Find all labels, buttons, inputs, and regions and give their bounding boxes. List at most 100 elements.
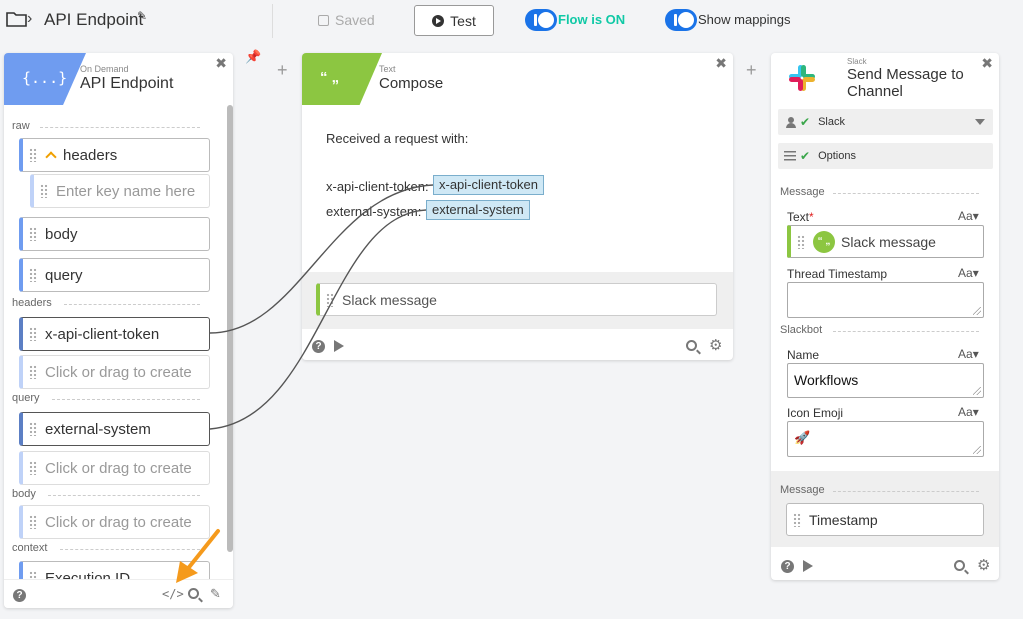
mapped-token-external-system[interactable]: external-system bbox=[426, 200, 530, 220]
edit-title-pencil-icon[interactable]: ✎ bbox=[137, 9, 148, 23]
field-query[interactable]: query bbox=[19, 258, 210, 292]
drag-handle-icon[interactable] bbox=[326, 292, 334, 307]
test-button[interactable]: Test bbox=[414, 5, 494, 36]
saved-status: Saved bbox=[318, 12, 375, 28]
mapped-token-x-api-client-token[interactable]: x-api-client-token bbox=[433, 175, 544, 195]
key-name-input[interactable]: Enter key name here bbox=[30, 174, 210, 208]
resize-grip-icon[interactable] bbox=[973, 307, 981, 315]
drag-handle-icon[interactable] bbox=[29, 422, 37, 436]
search-icon[interactable] bbox=[686, 340, 697, 351]
top-bar: › API Endpoint ✎ Saved Test Flow is ON S… bbox=[0, 0, 1023, 40]
field-external-system[interactable]: external-system bbox=[19, 412, 210, 446]
play-icon[interactable] bbox=[803, 560, 813, 572]
chevron-up-icon[interactable] bbox=[45, 151, 57, 163]
slack-logo-icon bbox=[789, 65, 815, 91]
format-aa-dropdown[interactable]: Aa▾ bbox=[958, 405, 979, 419]
format-aa-dropdown[interactable]: Aa▾ bbox=[958, 266, 979, 280]
create-header-field[interactable]: Click or drag to create bbox=[19, 355, 210, 389]
add-step-plus-icon[interactable]: + bbox=[746, 60, 757, 80]
format-aa-dropdown[interactable]: Aa▾ bbox=[958, 209, 979, 223]
icon-emoji-label: Icon Emoji bbox=[787, 406, 844, 420]
scrollbar[interactable] bbox=[227, 105, 233, 552]
drag-handle-icon[interactable] bbox=[29, 227, 37, 241]
add-step-plus-icon[interactable]: + bbox=[277, 60, 288, 80]
pin-icon[interactable]: 📌 bbox=[245, 49, 262, 64]
drag-handle-icon bbox=[29, 515, 37, 529]
api-endpoint-panel: {...} On Demand API Endpoint ✖ raw heade… bbox=[4, 53, 233, 608]
gear-icon[interactable]: ⚙ bbox=[709, 337, 723, 354]
help-icon[interactable]: ? bbox=[13, 589, 26, 602]
section-query: query bbox=[12, 392, 40, 404]
gear-icon[interactable]: ⚙ bbox=[977, 557, 991, 574]
section-body: body bbox=[12, 488, 36, 500]
drag-handle-icon[interactable] bbox=[793, 512, 801, 527]
text-input[interactable]: “ „Slack message bbox=[787, 225, 984, 258]
slack-send-message-panel: Slack Send Message to Channel ✖ ✔Slack ✔… bbox=[771, 53, 999, 580]
folder-icon[interactable] bbox=[6, 11, 28, 27]
search-icon[interactable] bbox=[188, 588, 199, 599]
close-icon[interactable]: ✖ bbox=[715, 55, 727, 71]
help-icon[interactable]: ? bbox=[312, 340, 325, 353]
icon-emoji-input[interactable]: 🚀 bbox=[787, 421, 984, 457]
flow-on-label: Flow is ON bbox=[558, 12, 626, 27]
user-icon bbox=[786, 116, 796, 128]
thread-timestamp-input[interactable] bbox=[787, 282, 984, 318]
breadcrumb-chevron-icon: › bbox=[27, 10, 33, 27]
section-output-message: Message bbox=[780, 484, 825, 496]
code-icon[interactable]: </> bbox=[162, 587, 184, 601]
section-headers: headers bbox=[12, 297, 52, 309]
compose-line[interactable]: external-system: bbox=[326, 204, 422, 219]
close-icon[interactable]: ✖ bbox=[215, 55, 227, 71]
field-x-api-client-token[interactable]: x-api-client-token bbox=[19, 317, 210, 351]
panel-header: “ „ Text Compose ✖ bbox=[302, 53, 733, 105]
panel-title: Send Message to Channel bbox=[847, 66, 964, 100]
quote-icon: “ „ bbox=[813, 230, 835, 253]
section-context: context bbox=[12, 542, 48, 554]
thread-timestamp-label: Thread Timestamp bbox=[787, 267, 888, 281]
close-icon[interactable]: ✖ bbox=[981, 55, 993, 71]
resize-grip-icon[interactable] bbox=[973, 387, 981, 395]
options-row[interactable]: ✔Options bbox=[778, 143, 993, 169]
compose-line[interactable]: x-api-client-token: bbox=[326, 179, 429, 194]
flow-on-toggle[interactable] bbox=[525, 9, 557, 31]
panel-subtitle: Slack bbox=[847, 57, 867, 66]
field-headers[interactable]: headers bbox=[19, 138, 210, 172]
drag-handle-icon bbox=[29, 461, 37, 475]
caret-down-icon[interactable] bbox=[975, 119, 985, 125]
compose-panel: “ „ Text Compose ✖ Received a request wi… bbox=[302, 53, 733, 360]
create-query-field[interactable]: Click or drag to create bbox=[19, 451, 210, 485]
annotation-arrow bbox=[176, 529, 220, 583]
output-field-timestamp[interactable]: Timestamp bbox=[786, 503, 984, 536]
pencil-icon[interactable]: ✎ bbox=[210, 586, 221, 601]
panel-title: Compose bbox=[379, 75, 444, 92]
play-icon[interactable] bbox=[334, 340, 344, 352]
section-raw: raw bbox=[12, 120, 30, 132]
name-input[interactable]: Workflows bbox=[787, 363, 984, 398]
check-icon: ✔ bbox=[800, 115, 811, 129]
panel-title: API Endpoint bbox=[80, 75, 174, 92]
field-body[interactable]: body bbox=[19, 217, 210, 251]
drag-handle-icon[interactable] bbox=[29, 327, 37, 341]
flow-title[interactable]: API Endpoint bbox=[44, 10, 144, 29]
divider bbox=[272, 4, 273, 38]
panel-header: {...} On Demand API Endpoint ✖ bbox=[4, 53, 233, 105]
sliders-icon bbox=[784, 151, 796, 161]
compose-line[interactable]: Received a request with: bbox=[326, 131, 469, 146]
drag-handle-icon[interactable] bbox=[29, 148, 37, 162]
account-selector[interactable]: ✔Slack bbox=[778, 109, 993, 135]
drag-handle-icon[interactable] bbox=[797, 234, 805, 249]
drag-handle-icon[interactable] bbox=[29, 571, 37, 585]
show-mappings-toggle[interactable] bbox=[665, 9, 697, 31]
name-label: Name bbox=[787, 348, 820, 362]
output-field-slack-message[interactable]: Slack message bbox=[316, 283, 717, 316]
save-icon bbox=[318, 15, 329, 26]
text-badge-quote-icon: “ „ bbox=[302, 53, 382, 105]
drag-handle-icon bbox=[40, 184, 48, 198]
drag-handle-icon[interactable] bbox=[29, 268, 37, 282]
drag-handle-icon bbox=[29, 365, 37, 379]
help-icon[interactable]: ? bbox=[781, 560, 794, 573]
create-body-field[interactable]: Click or drag to create bbox=[19, 505, 210, 539]
format-aa-dropdown[interactable]: Aa▾ bbox=[958, 347, 979, 361]
resize-grip-icon[interactable] bbox=[973, 446, 981, 454]
search-icon[interactable] bbox=[954, 560, 965, 571]
